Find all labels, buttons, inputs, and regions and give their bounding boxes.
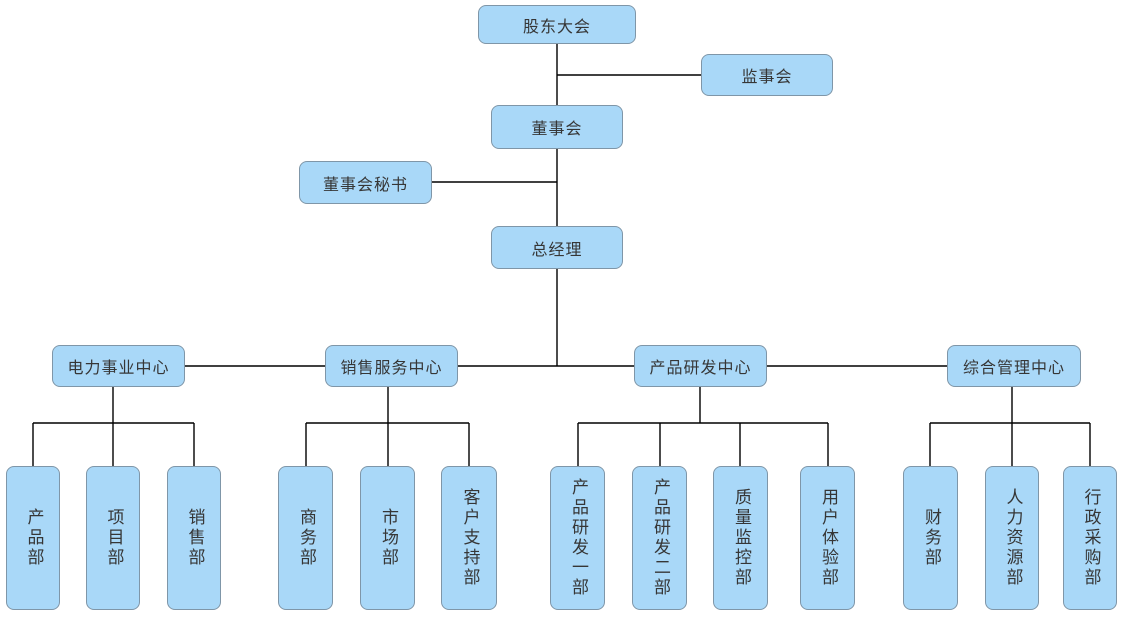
node-finance-dept: 财务部 — [903, 466, 958, 610]
node-sales-service-center: 销售服务中心 — [325, 345, 458, 387]
node-supervisory-board: 监事会 — [701, 54, 833, 96]
node-power-business-center: 电力事业中心 — [52, 345, 185, 387]
node-user-experience-dept-label: 用户体验部 — [818, 488, 838, 588]
node-admin-procurement-dept-label: 行政采购部 — [1080, 488, 1101, 588]
node-general-management-center: 综合管理中心 — [947, 345, 1081, 387]
node-customer-support-dept: 客户支持部 — [441, 466, 497, 610]
node-business-dept: 商务部 — [278, 466, 333, 610]
node-product-rd-center: 产品研发中心 — [634, 345, 767, 387]
node-product-rd-dept-1-label: 产品研发一部 — [568, 478, 588, 598]
node-hr-dept: 人力资源部 — [985, 466, 1039, 610]
node-quality-control-dept-label: 质量监控部 — [731, 488, 751, 588]
node-shareholders-meeting: 股东大会 — [478, 5, 636, 44]
node-sales-dept: 销售部 — [167, 466, 221, 610]
node-marketing-dept-label: 市场部 — [378, 508, 398, 568]
node-finance-dept-label: 财务部 — [921, 508, 941, 568]
node-product-dept-label: 产品部 — [23, 508, 44, 568]
node-project-dept: 项目部 — [86, 466, 140, 610]
node-general-manager: 总经理 — [491, 226, 623, 269]
node-admin-procurement-dept: 行政采购部 — [1063, 466, 1117, 610]
node-business-dept-label: 商务部 — [296, 508, 316, 568]
node-quality-control-dept: 质量监控部 — [713, 466, 768, 610]
node-board-of-directors: 董事会 — [491, 105, 623, 149]
node-board-secretary: 董事会秘书 — [299, 161, 432, 204]
node-customer-support-dept-label: 客户支持部 — [459, 488, 480, 588]
node-product-dept: 产品部 — [6, 466, 60, 610]
node-user-experience-dept: 用户体验部 — [800, 466, 855, 610]
node-product-rd-dept-2-label: 产品研发二部 — [650, 478, 670, 598]
node-sales-dept-label: 销售部 — [184, 508, 205, 568]
node-marketing-dept: 市场部 — [360, 466, 415, 610]
node-project-dept-label: 项目部 — [103, 508, 124, 568]
connector-group — [32, 44, 1091, 466]
node-product-rd-dept-1: 产品研发一部 — [550, 466, 605, 610]
node-product-rd-dept-2: 产品研发二部 — [632, 466, 687, 610]
node-hr-dept-label: 人力资源部 — [1002, 488, 1023, 588]
